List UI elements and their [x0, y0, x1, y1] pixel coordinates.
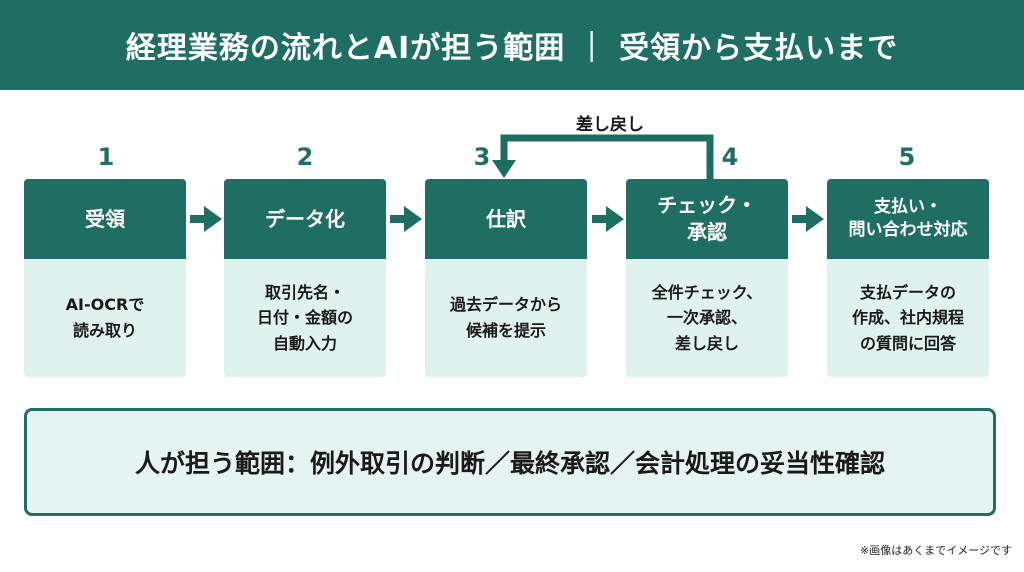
step-4-title: チェック・ 承認	[626, 179, 788, 259]
step-number-5: 5	[898, 143, 916, 171]
step-2-description: 取引先名・ 日付・金額の 自動入力	[224, 259, 386, 377]
step-3-title: 仕訳	[425, 179, 587, 259]
return-label: 差し戻し	[576, 115, 644, 135]
step-1-title: 受領	[24, 179, 186, 259]
human-scope-box: 人が担う範囲：例外取引の判断／最終承認／会計処理の妥当性確認	[24, 408, 996, 516]
right-arrow-icon	[592, 206, 624, 232]
page-title-bar: 経理業務の流れとAIが担う範囲 ｜ 受領から支払いまで	[0, 0, 1024, 90]
image-note: ※画像はあくまでイメージです	[860, 544, 1012, 557]
step-number-4: 4	[721, 143, 739, 171]
step-5-description: 支払データの 作成、社内規程 の質問に回答	[827, 259, 989, 377]
step-1-description: AI-OCRで 読み取り	[24, 259, 186, 377]
step-3-description: 過去データから 候補を提示	[425, 259, 587, 377]
step-2-title: データ化	[224, 179, 386, 259]
page-title: 経理業務の流れとAIが担う範囲 ｜ 受領から支払いまで	[125, 31, 899, 66]
step-number-1: 1	[97, 143, 115, 171]
right-arrow-icon	[792, 206, 824, 232]
human-scope-text: 人が担う範囲：例外取引の判断／最終承認／会計処理の妥当性確認	[134, 449, 885, 478]
step-4-description: 全件チェック、 一次承認、 差し戻し	[626, 259, 788, 377]
step-5-title: 支払い・ 問い合わせ対応	[827, 179, 989, 259]
return-arrow-icon	[492, 134, 714, 180]
step-number-2: 2	[296, 143, 314, 171]
step-number-3: 3	[473, 143, 491, 171]
right-arrow-icon	[190, 206, 222, 232]
right-arrow-icon	[390, 206, 422, 232]
